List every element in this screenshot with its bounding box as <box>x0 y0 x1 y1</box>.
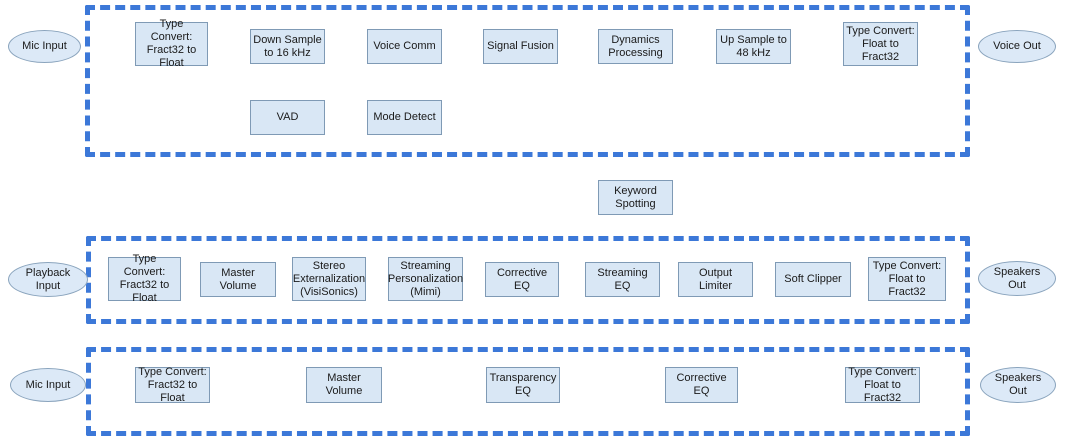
playback-streaming-personalization[interactable]: Streaming Personalization (Mimi) <box>388 257 463 301</box>
speakers-out-transparency[interactable]: Speakers Out <box>980 367 1056 403</box>
voice-vad[interactable]: VAD <box>250 100 325 135</box>
voice-signal-fusion[interactable]: Signal Fusion <box>483 29 558 64</box>
voice-pipeline-group <box>85 5 970 157</box>
playback-output-limiter[interactable]: Output Limiter <box>678 262 753 297</box>
mic-input-transparency[interactable]: Mic Input <box>10 368 86 402</box>
playback-pipeline-group <box>86 236 970 324</box>
transparency-eq[interactable]: Transparency EQ <box>486 367 560 403</box>
voice-down-sample[interactable]: Down Sample to 16 kHz <box>250 29 325 64</box>
playback-type-convert-out[interactable]: Type Convert: Float to Fract32 <box>868 257 946 301</box>
transparency-type-convert-out[interactable]: Type Convert: Float to Fract32 <box>845 366 920 404</box>
playback-stereo-externalization[interactable]: Stereo Externalization (VisiSonics) <box>292 257 366 301</box>
transparency-corrective-eq[interactable]: Corrective EQ <box>665 367 738 403</box>
transparency-pipeline-group <box>86 347 970 436</box>
voice-dynamics-processing[interactable]: Dynamics Processing <box>598 29 673 64</box>
playback-corrective-eq[interactable]: Corrective EQ <box>485 262 559 297</box>
playback-streaming-eq[interactable]: Streaming EQ <box>585 262 660 297</box>
transparency-type-convert-in[interactable]: Type Convert: Fract32 to Float <box>135 366 210 404</box>
keyword-spotting[interactable]: Keyword Spotting <box>598 180 673 215</box>
transparency-master-volume[interactable]: Master Volume <box>306 367 382 403</box>
voice-out[interactable]: Voice Out <box>978 30 1056 63</box>
voice-comm[interactable]: Voice Comm <box>367 29 442 64</box>
voice-up-sample[interactable]: Up Sample to 48 kHz <box>716 29 791 64</box>
voice-type-convert-out[interactable]: Type Convert: Float to Fract32 <box>843 22 918 66</box>
voice-type-convert-in[interactable]: Type Convert: Fract32 to Float <box>135 18 208 69</box>
playback-soft-clipper[interactable]: Soft Clipper <box>775 262 851 297</box>
speakers-out-playback[interactable]: Speakers Out <box>978 261 1056 296</box>
playback-input[interactable]: Playback Input <box>8 262 88 297</box>
voice-mode-detect[interactable]: Mode Detect <box>367 100 442 135</box>
mic-input-voice[interactable]: Mic Input <box>8 30 81 63</box>
playback-type-convert-in[interactable]: Type Convert: Fract32 to Float <box>108 253 181 304</box>
playback-master-volume[interactable]: Master Volume <box>200 262 276 297</box>
